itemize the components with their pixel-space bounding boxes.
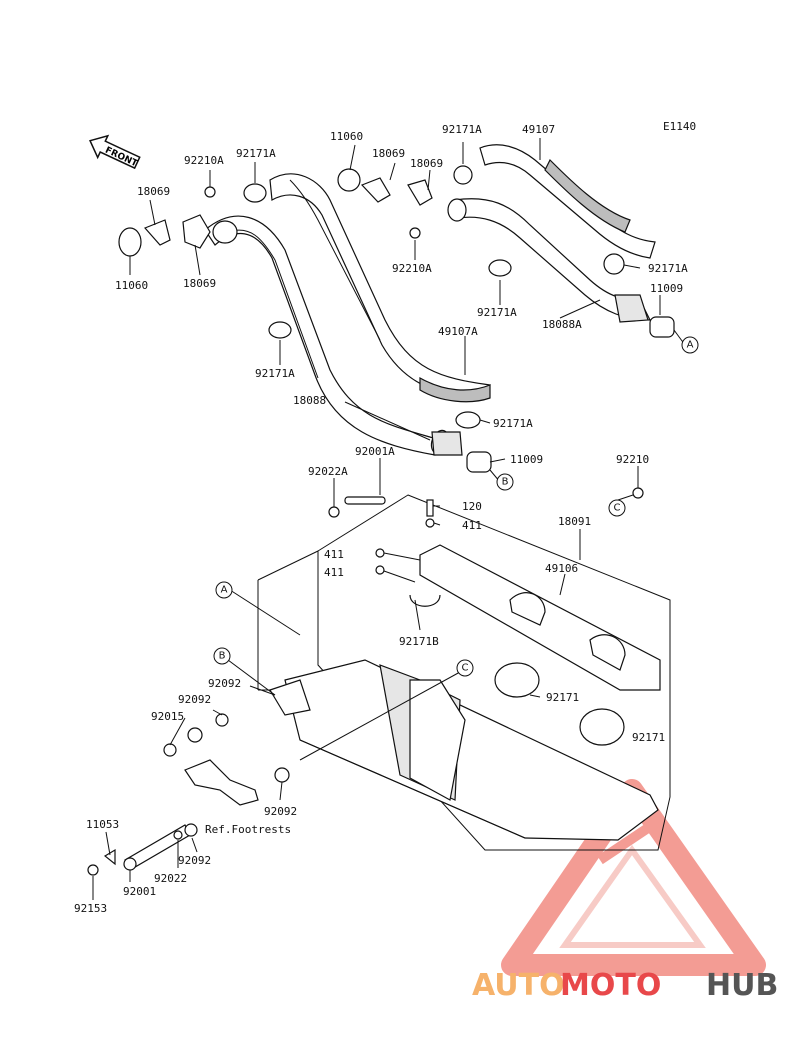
label-18069-b: 18069 [410, 157, 443, 170]
callout-B-lower: B [213, 647, 231, 665]
label-92210: 92210 [616, 453, 649, 466]
clamp-92171-right [409, 594, 625, 746]
svg-text:C: C [462, 663, 469, 674]
label-92001: 92001 [123, 885, 156, 898]
label-11060-top: 11060 [330, 130, 363, 143]
label-411-a: 411 [462, 519, 482, 532]
svg-text:C: C [614, 503, 621, 514]
label-18091: 18091 [558, 515, 591, 528]
watermark-auto: AUTO [472, 968, 565, 1003]
leader-lines [92, 138, 686, 900]
clamp-92171A-upper-right [337, 165, 625, 277]
svg-text:B: B [219, 651, 226, 662]
label-92022A: 92022A [308, 465, 348, 478]
label-92210A-mid: 92210A [392, 262, 432, 275]
flange-18069-left [143, 186, 216, 249]
watermark-text: AUTO MOTO HUB [472, 968, 778, 1003]
label-92171A-r1: 92171A [648, 262, 688, 275]
label-18088A: 18088A [542, 318, 582, 331]
label-92171A-left: 92171A [236, 147, 276, 160]
bolts-washers [328, 487, 644, 575]
label-92092-b: 92092 [178, 693, 211, 706]
label-92171A-low2: 92171A [493, 417, 533, 430]
label-18069-left: 18069 [137, 185, 170, 198]
label-92092-c: 92092 [264, 805, 297, 818]
label-92015: 92015 [151, 710, 184, 723]
callout-C-lower: C [456, 659, 474, 677]
label-11009-top: 11009 [650, 282, 683, 295]
label-92001A: 92001A [355, 445, 395, 458]
watermark-logo [501, 779, 766, 976]
label-92171A-t1: 92171A [442, 123, 482, 136]
label-411-c: 411 [324, 566, 344, 579]
svg-text:A: A [221, 585, 228, 596]
diagram-code: E1140 [663, 120, 696, 133]
footrest-bracket [87, 679, 311, 876]
label-120: 120 [462, 500, 482, 513]
label-11009-low: 11009 [510, 453, 543, 466]
flange-18069-right [360, 177, 433, 239]
label-18069-left2: 18069 [183, 277, 216, 290]
label-92171A-mid: 92171A [477, 306, 517, 319]
label-49107: 49107 [522, 123, 555, 136]
watermark-moto: MOTO [560, 968, 661, 1003]
callout-C-upper: C [608, 499, 626, 517]
heat-shield-49106 [419, 544, 661, 691]
svg-text:A: A [687, 340, 694, 351]
label-92153: 92153 [74, 902, 107, 915]
label-92092-a: 92092 [208, 677, 241, 690]
label-92171B: 92171B [399, 635, 439, 648]
header-pipe-18088A [454, 198, 675, 338]
label-92092-d: 92092 [178, 854, 211, 867]
heat-shield-49107 [479, 144, 656, 259]
label-411-b: 411 [324, 548, 344, 561]
label-49107A: 49107A [438, 325, 478, 338]
heat-shield-49107A [269, 173, 491, 403]
front-arrow-icon: FRONT [89, 134, 141, 170]
clamp-92171A-upper-left [118, 183, 481, 429]
callout-B-upper: B [496, 473, 514, 491]
label-11060-left: 11060 [115, 279, 148, 292]
label-92022: 92022 [154, 872, 187, 885]
watermark-hub: HUB [706, 968, 778, 1003]
label-92210A-left: 92210A [184, 154, 224, 167]
callout-A-lower: A [215, 581, 233, 599]
label-92171A-low: 92171A [255, 367, 295, 380]
header-pipe-18088 [204, 215, 441, 456]
label-18069-a: 18069 [372, 147, 405, 160]
muffler-18091 [284, 659, 659, 841]
callout-A-upper: A [681, 336, 699, 354]
label-11053: 11053 [86, 818, 119, 831]
part-labels: 11060 18069 18069 92171A 49107 92210A 92… [74, 123, 688, 915]
label-92171-a: 92171 [546, 691, 579, 704]
ref-footrests-note: Ref.Footrests [205, 823, 291, 836]
collar-11009-lower [430, 429, 492, 473]
label-92171-b: 92171 [632, 731, 665, 744]
svg-text:B: B [502, 477, 509, 488]
muffler-assembly-outline [257, 494, 671, 851]
label-49106: 49106 [545, 562, 578, 575]
label-18088: 18088 [293, 394, 326, 407]
